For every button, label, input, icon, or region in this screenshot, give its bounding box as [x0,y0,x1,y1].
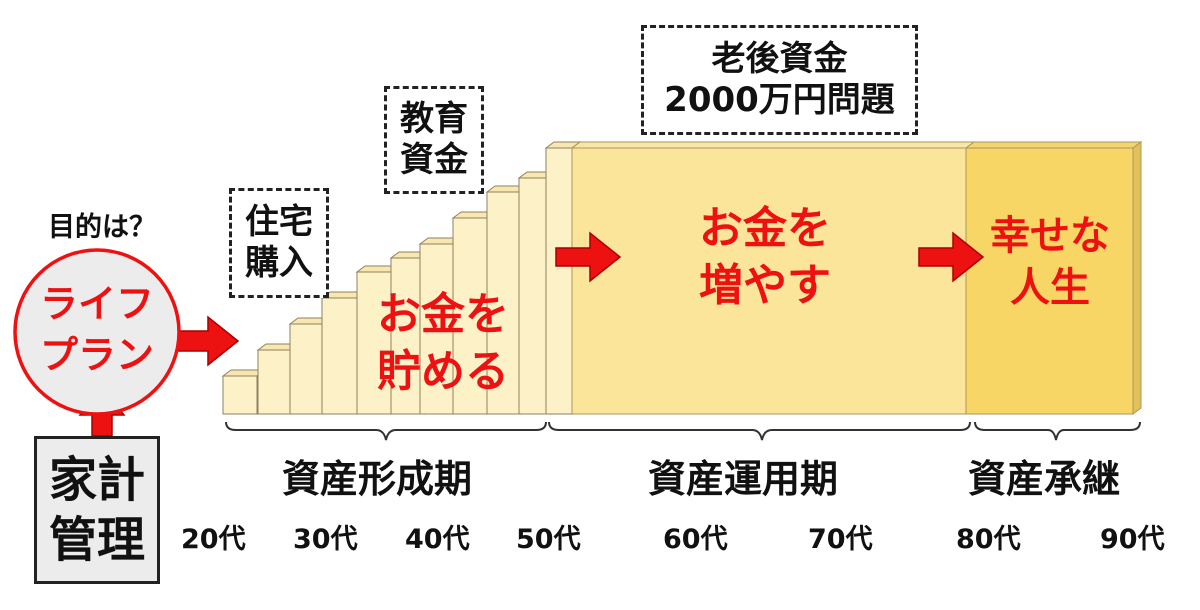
life-plan-label: ライフ プラン [39,282,154,378]
age-label: 90代 [1100,524,1165,555]
retirement-event-box: 老後資金 2000万円問題 [641,25,918,135]
age-label: 60代 [663,524,728,555]
happy-life-text: 幸せな 人生 [990,213,1110,311]
household-box: 家計 管理 [34,436,160,584]
brace-formation [225,421,547,441]
purpose-label: 目的は？ [48,212,156,243]
period-management: 資産運用期 [648,457,839,501]
age-label: 50代 [516,524,581,555]
household-label: 家計 管理 [48,452,145,568]
age-label: 80代 [956,524,1021,555]
period-succession: 資産承継 [968,457,1121,501]
arrow-right-icon [555,231,622,283]
education-event-box: 教育 資金 [384,86,484,194]
age-label: 70代 [808,524,873,555]
life-plan-circle [13,248,181,416]
grow-money-text: お金を 増やす [699,203,831,312]
brace-succession [974,421,1141,441]
happy-block [964,141,1143,415]
period-formation: 資産形成期 [282,457,473,501]
arrow-right-icon [177,315,240,367]
age-label: 30代 [293,524,358,555]
arrow-right-icon [918,231,985,283]
save-money-text: お金を 貯める [377,289,509,398]
stair-step [355,265,401,415]
age-label: 20代 [181,524,246,555]
grow-block [570,141,976,415]
housing-event-box: 住宅 購入 [229,188,329,298]
brace-management [548,421,971,441]
age-label: 40代 [405,524,470,555]
staircase [221,141,582,415]
